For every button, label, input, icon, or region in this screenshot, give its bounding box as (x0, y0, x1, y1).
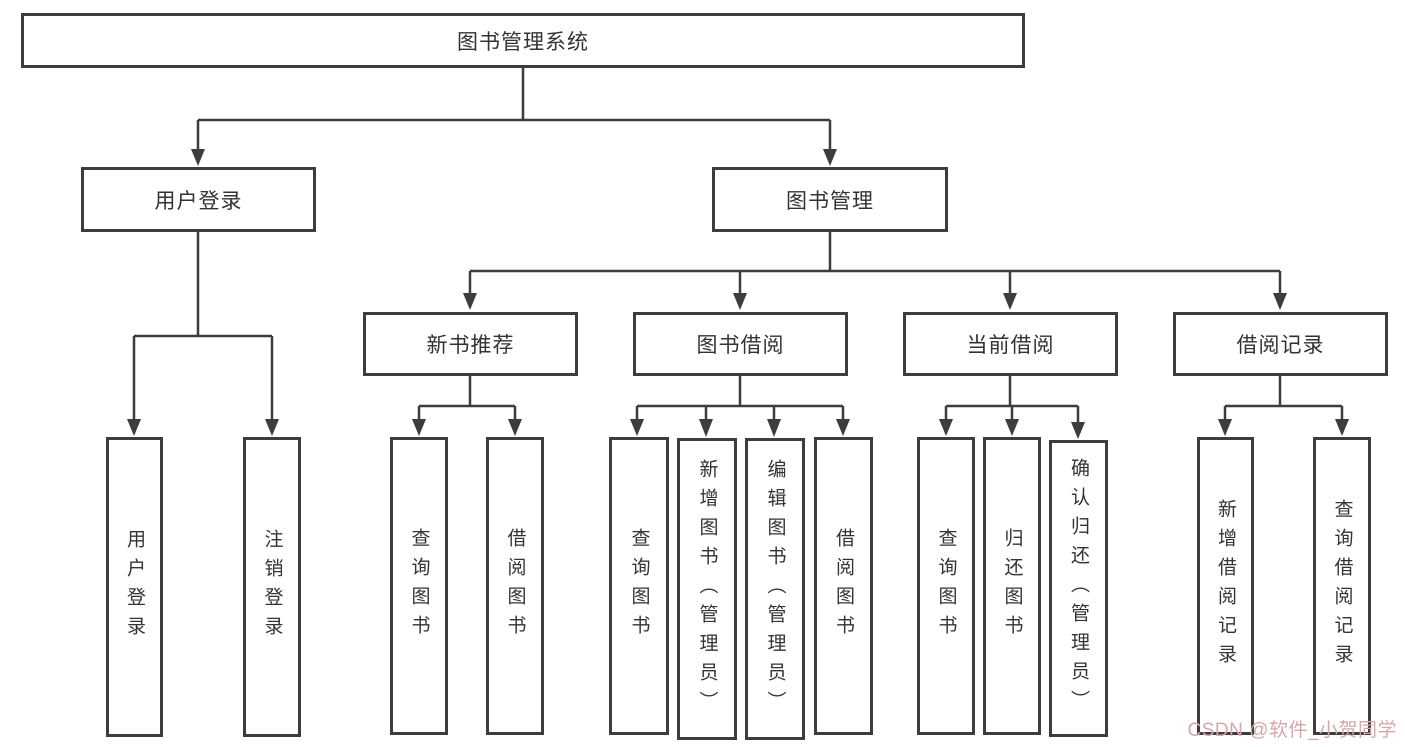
node-user-login-label: 用户登录 (154, 189, 243, 213)
node-borrowing-records-label: 借阅记录 (1236, 334, 1325, 357)
node-user-login: 用户登录 (81, 167, 316, 232)
leaf-query-book-current: 查询图书 (917, 437, 975, 735)
leaf-user-login: 用户登录 (106, 437, 163, 737)
node-borrowing-records: 借阅记录 (1173, 312, 1388, 376)
node-current-borrowing-label: 当前借阅 (966, 334, 1055, 357)
leaf-query-book-recommend-label: 查询图书 (408, 528, 430, 644)
node-new-book-recommendation-label: 新书推荐 (426, 334, 515, 357)
leaf-confirm-return-admin-label: 确认归还（管理员） (1068, 458, 1089, 719)
leaf-return-book: 归还图书 (983, 437, 1041, 735)
leaf-add-borrow-record: 新增借阅记录 (1197, 437, 1254, 735)
leaf-confirm-return-admin: 确认归还（管理员） (1049, 440, 1108, 737)
leaf-edit-book-admin-label: 编辑图书（管理员） (764, 458, 786, 720)
leaf-query-book-current-label: 查询图书 (935, 528, 957, 644)
leaf-query-borrow-record: 查询借阅记录 (1313, 437, 1371, 735)
leaf-add-book-admin: 新增图书（管理员） (677, 438, 737, 740)
node-book-management-label: 图书管理 (786, 189, 874, 213)
leaf-borrow-book-borrow: 借阅图书 (814, 437, 873, 735)
leaf-user-login-label: 用户登录 (124, 529, 145, 645)
root-node: 图书管理系统 (21, 13, 1025, 68)
root-node-label: 图书管理系统 (457, 30, 589, 54)
leaf-borrow-book-borrow-label: 借阅图书 (833, 528, 854, 644)
leaf-return-book-label: 归还图书 (1001, 528, 1023, 644)
node-current-borrowing: 当前借阅 (903, 312, 1118, 376)
node-book-borrowing: 图书借阅 (633, 312, 848, 376)
leaf-query-book-borrow: 查询图书 (609, 437, 669, 735)
node-book-borrowing-label: 图书借阅 (696, 334, 785, 357)
leaf-query-book-borrow-label: 查询图书 (628, 528, 650, 644)
node-book-management: 图书管理 (712, 167, 948, 232)
node-new-book-recommendation: 新书推荐 (363, 312, 578, 376)
tree-edges (132, 68, 1344, 428)
arrowhead-icons (127, 149, 1349, 439)
leaf-add-book-admin-label: 新增图书（管理员） (696, 458, 718, 720)
leaf-logout-label: 注销登录 (261, 529, 283, 645)
leaf-query-book-recommend: 查询图书 (390, 437, 448, 735)
leaf-borrow-book-recommend-label: 借阅图书 (504, 528, 526, 644)
leaf-borrow-book-recommend: 借阅图书 (486, 437, 544, 735)
leaf-query-borrow-record-label: 查询借阅记录 (1331, 499, 1353, 673)
leaf-logout: 注销登录 (243, 437, 301, 737)
csdn-watermark: CSDN @软件_小贺同学 (1187, 720, 1397, 741)
leaf-edit-book-admin: 编辑图书（管理员） (745, 438, 805, 740)
leaf-add-borrow-record-label: 新增借阅记录 (1215, 499, 1236, 673)
